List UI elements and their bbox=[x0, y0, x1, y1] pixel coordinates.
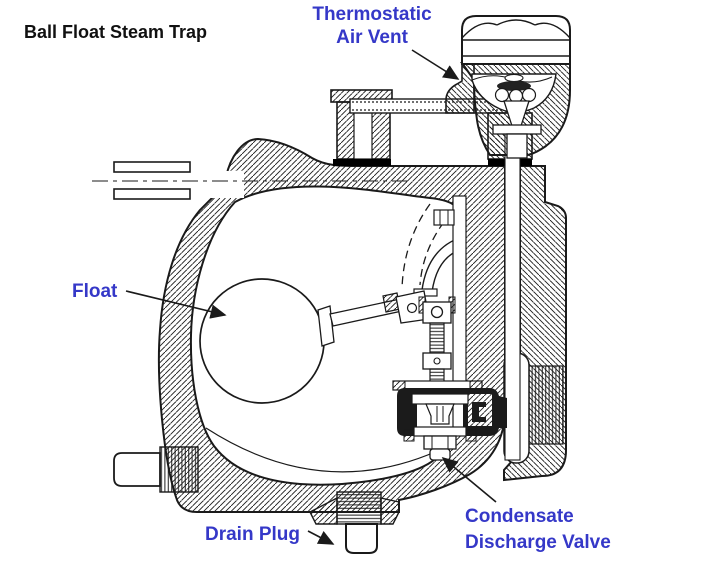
float-assembly bbox=[199, 278, 456, 404]
valve-seat-nut bbox=[423, 435, 457, 450]
side-plug bbox=[113, 446, 199, 493]
condensate-arrow bbox=[441, 456, 497, 503]
bellows-disc bbox=[504, 73, 524, 83]
float-arrow bbox=[125, 290, 227, 319]
float-ball bbox=[199, 278, 325, 404]
drain-plug bbox=[309, 491, 400, 554]
outlet-threads bbox=[528, 365, 564, 445]
label-float: Float bbox=[72, 281, 118, 302]
inlet-pipe bbox=[92, 161, 408, 200]
label-drain-plug: Drain Plug bbox=[205, 524, 301, 545]
drain-plug-arrow bbox=[307, 530, 335, 545]
label-thermostatic-air-vent: Thermostatic Air Vent bbox=[312, 4, 432, 48]
vent-cap bbox=[461, 15, 571, 65]
condensate-discharge-valve bbox=[392, 380, 507, 461]
valve-window-detail bbox=[472, 402, 486, 422]
gasket-left bbox=[333, 159, 391, 166]
label-condensate-discharge-valve: Condensate Discharge Valve bbox=[465, 506, 611, 553]
valve-stem-threads bbox=[429, 322, 445, 354]
bellows-element bbox=[497, 81, 531, 91]
thermostatic-air-vent bbox=[460, 15, 571, 159]
figure-title: Ball Float Steam Trap bbox=[24, 22, 208, 42]
thermostatic-arrow bbox=[411, 49, 460, 80]
valve-plug bbox=[425, 403, 455, 425]
vent-channel bbox=[504, 132, 521, 461]
